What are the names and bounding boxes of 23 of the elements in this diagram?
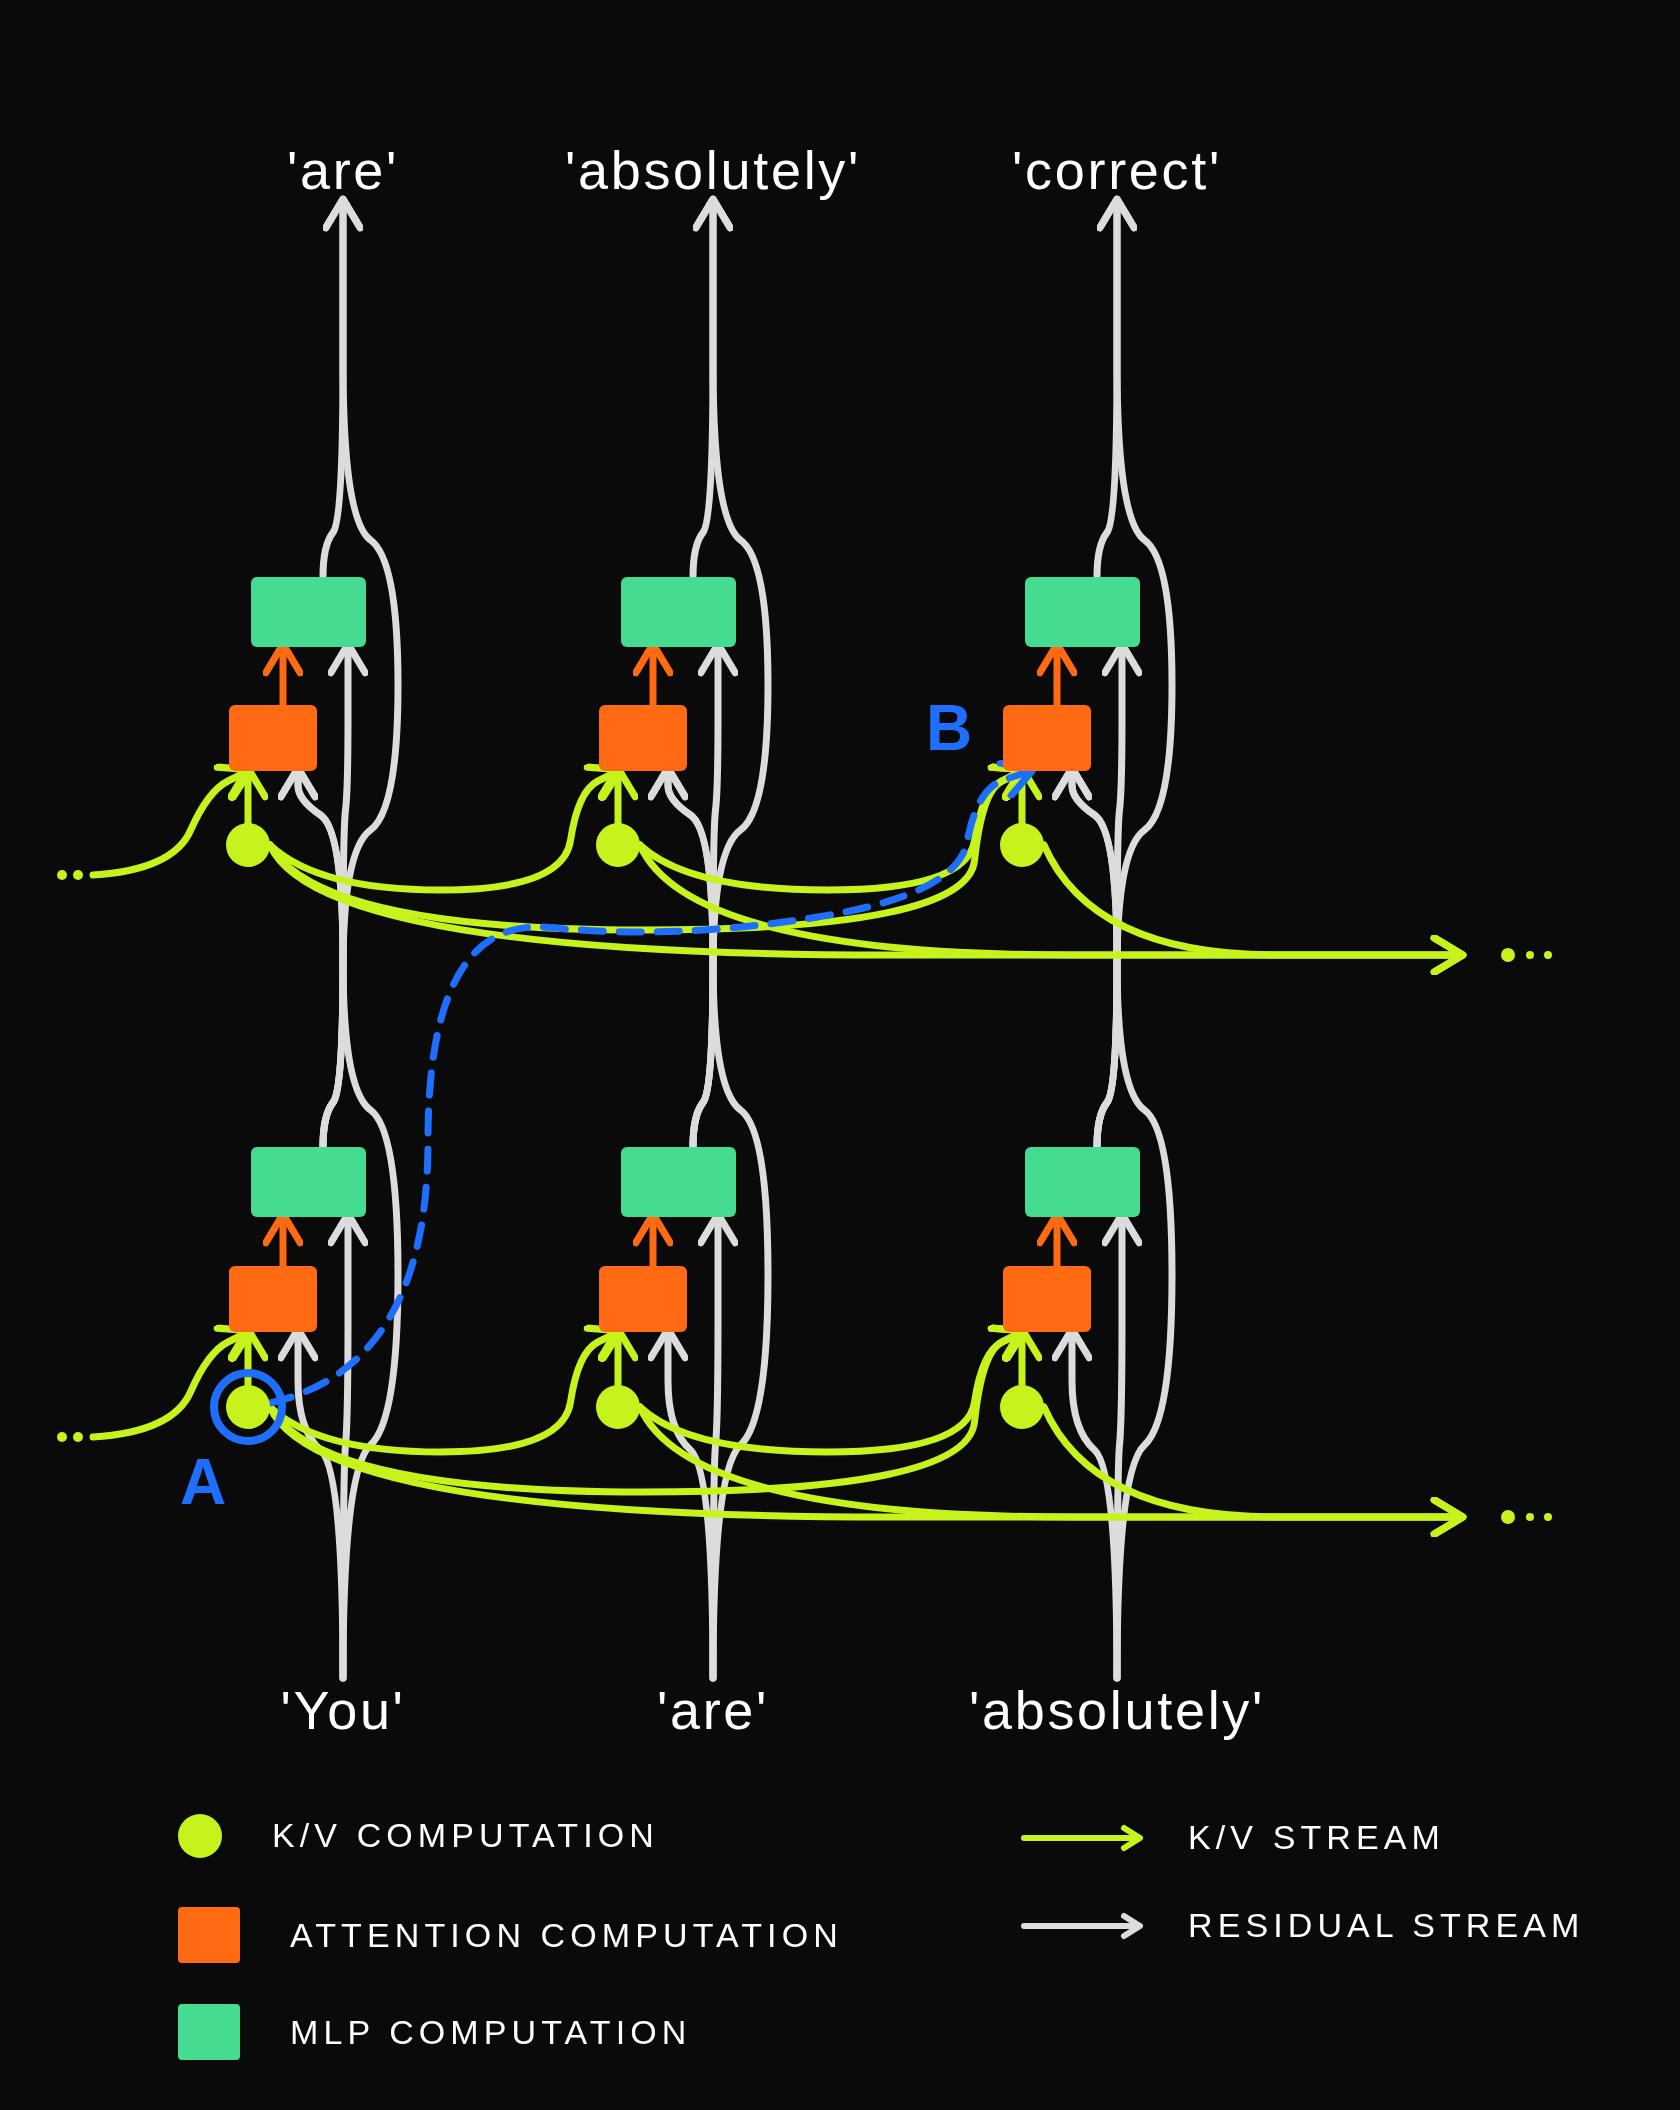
legend-text: K/V STREAM (1188, 1817, 1445, 1858)
point-marker-letter: B (926, 696, 973, 760)
token-label: 'are' (656, 1683, 770, 1737)
attention-block (1003, 705, 1091, 771)
attention-block (1003, 1266, 1091, 1332)
token-label: 'correct' (1012, 143, 1222, 197)
mlp-block (1024, 577, 1140, 647)
mlp-block (1024, 1147, 1140, 1217)
legend-text: MLP COMPUTATION (290, 2011, 692, 2053)
point-marker-letter: A (180, 1450, 227, 1514)
token-label: 'are' (286, 143, 400, 197)
mlp-block (250, 1147, 366, 1217)
attention-block (229, 705, 317, 771)
mlp-block (250, 577, 366, 647)
attention-block (599, 705, 687, 771)
legend-text: K/V COMPUTATION (272, 1815, 659, 1856)
attention-block (229, 1266, 317, 1332)
legend-text: RESIDUAL STREAM (1188, 1905, 1585, 1946)
token-label: 'You' (280, 1683, 406, 1737)
legend-text: ATTENTION COMPUTATION (290, 1914, 843, 1956)
attention-block (599, 1266, 687, 1332)
mlp-block (620, 1147, 736, 1217)
mlp-block (620, 577, 736, 647)
